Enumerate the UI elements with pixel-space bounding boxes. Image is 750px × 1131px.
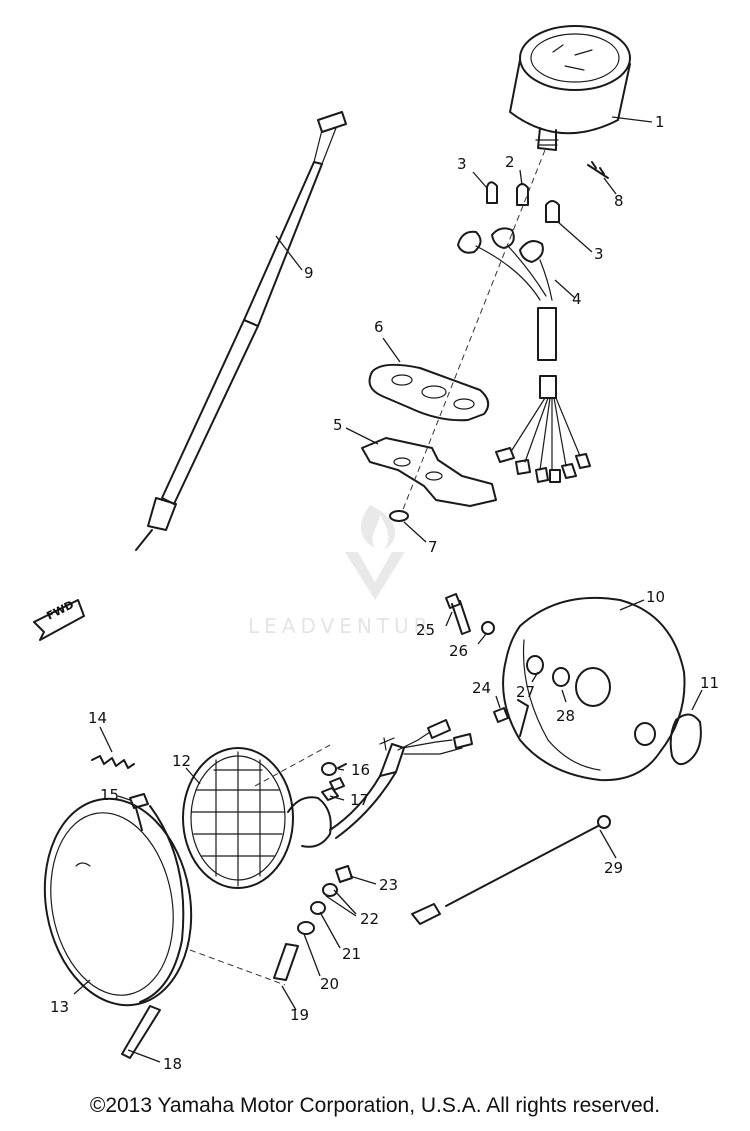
callout-18: 18	[163, 1055, 182, 1073]
watermark-logo: LEADVENTUR	[248, 505, 433, 638]
callout-20: 20	[320, 975, 339, 993]
headlight-case	[502, 596, 702, 782]
callout-labels: 1 2 3 3 4 5 6 7 8 9 10 11 12 13 14 15 16…	[50, 113, 719, 1073]
callout-leaders	[73, 116, 703, 1063]
callout-26: 26	[449, 642, 468, 660]
callout-22: 22	[360, 910, 379, 928]
fwd-label: FWD	[44, 598, 76, 623]
callout-27: 27	[516, 683, 535, 701]
callout-25: 25	[416, 621, 435, 639]
callout-4: 4	[572, 290, 582, 308]
case-fasteners	[445, 593, 529, 737]
bulbs-and-harness	[457, 181, 591, 483]
copyright-notice: ©2013 Yamaha Motor Corporation, U.S.A. A…	[89, 1094, 661, 1117]
lamp-hardware	[121, 762, 353, 1059]
callout-3-lower: 3	[594, 245, 604, 263]
callout-9: 9	[304, 264, 314, 282]
callout-28: 28	[556, 707, 575, 725]
callout-7: 7	[428, 538, 438, 556]
watermark-text: LEADVENTUR	[248, 614, 433, 638]
callout-23: 23	[379, 876, 398, 894]
speedometer-cable	[135, 111, 347, 551]
callout-3-upper: 3	[457, 155, 467, 173]
callout-21: 21	[342, 945, 361, 963]
callout-2: 2	[505, 153, 515, 171]
callout-6: 6	[374, 318, 384, 336]
lead-wire	[411, 815, 611, 925]
callout-11: 11	[700, 674, 719, 692]
callout-17: 17	[350, 791, 369, 809]
fwd-direction-arrow: FWD	[33, 598, 85, 641]
headlight-unit	[182, 719, 473, 889]
rim-screw	[129, 793, 149, 831]
callout-10: 10	[646, 588, 665, 606]
headlight-rim	[43, 797, 193, 1007]
callout-1: 1	[655, 113, 665, 131]
meter-cushion-and-bracket	[361, 363, 497, 522]
rim-spring	[91, 755, 135, 769]
assembly-guide-lines	[189, 149, 546, 986]
callout-8: 8	[614, 192, 624, 210]
callout-13: 13	[50, 998, 69, 1016]
speedometer-screw	[587, 161, 609, 179]
callout-5: 5	[333, 416, 343, 434]
callout-15: 15	[100, 786, 119, 804]
callout-19: 19	[290, 1006, 309, 1024]
callout-14: 14	[88, 709, 107, 727]
callout-24: 24	[472, 679, 491, 697]
callout-29: 29	[604, 859, 623, 877]
speedometer	[509, 25, 631, 151]
callout-16: 16	[351, 761, 370, 779]
callout-12: 12	[172, 752, 191, 770]
